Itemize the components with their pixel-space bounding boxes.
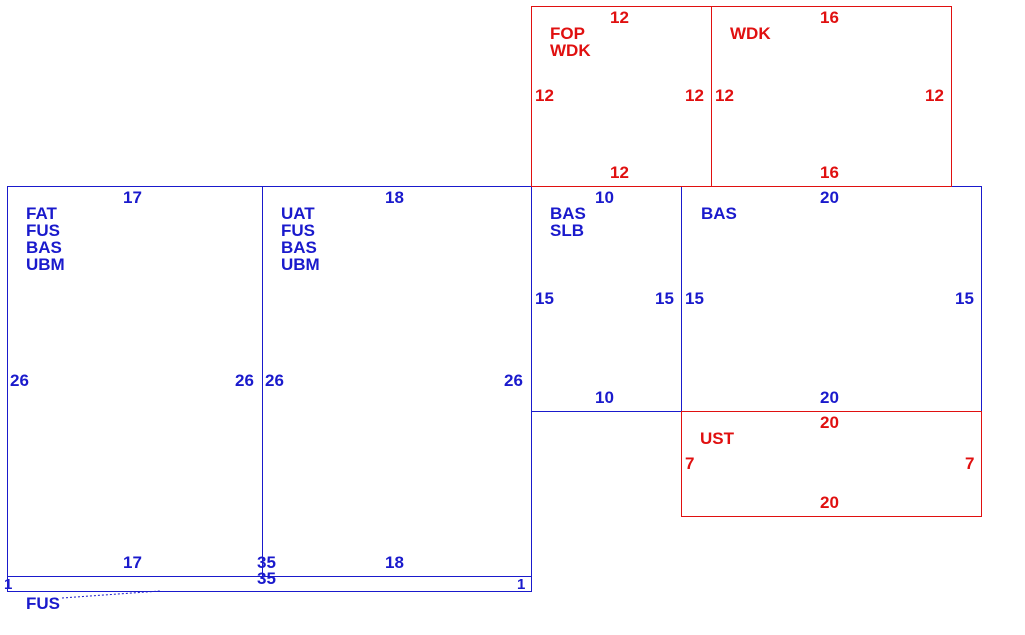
room-fus-strip-dim-right: 1 xyxy=(517,576,526,593)
room-wdk-dim-bottom: 16 xyxy=(820,163,839,182)
room-fat-label-2: FUS xyxy=(26,221,60,240)
room-uat-label-2: FUS xyxy=(281,221,315,240)
room-fat-label-4: UBM xyxy=(26,255,65,274)
room-bas-slb-dim-bottom: 10 xyxy=(595,388,614,407)
room-uat-dim-left: 26 xyxy=(265,371,284,390)
room-bas-slb-dim-left: 15 xyxy=(535,289,554,308)
room-fus-strip xyxy=(7,576,532,592)
room-ust-dim-left: 7 xyxy=(685,454,695,473)
room-fus-strip-dim-left: 1 xyxy=(4,576,13,593)
room-bas-dim-bottom: 20 xyxy=(820,388,839,407)
room-fat-dim-bottom: 17 xyxy=(123,553,142,572)
room-uat-dim-right: 26 xyxy=(504,371,523,390)
room-uat-label-4: UBM xyxy=(281,255,320,274)
room-ust-dim-right: 7 xyxy=(965,454,975,473)
room-fus-strip-label: FUS xyxy=(26,594,60,613)
room-fop-wdk-dim-right: 12 xyxy=(685,86,704,105)
room-wdk xyxy=(711,6,952,187)
room-wdk-dim-left: 12 xyxy=(715,86,734,105)
room-ust-dim-bottom: 20 xyxy=(820,493,839,512)
room-ust xyxy=(681,411,982,517)
room-fat-labels: FAT FUS BAS UBM xyxy=(26,205,65,273)
room-fat-label-1: FAT xyxy=(26,204,57,223)
room-uat-label-1: UAT xyxy=(281,204,315,223)
room-fus-strip-dim-top: 35 xyxy=(257,553,276,572)
room-fat-label-3: BAS xyxy=(26,238,62,257)
room-wdk-dim-top: 16 xyxy=(820,8,839,27)
room-fop-wdk-dim-left: 12 xyxy=(535,86,554,105)
room-bas-label-1: BAS xyxy=(701,204,737,223)
room-fop-wdk-label-2: WDK xyxy=(550,41,591,60)
room-wdk-labels: WDK xyxy=(730,25,771,42)
room-wdk-label-1: WDK xyxy=(730,24,771,43)
room-bas-slb-dim-right: 15 xyxy=(655,289,674,308)
room-bas-dim-left: 15 xyxy=(685,289,704,308)
room-bas-slb-dim-top: 10 xyxy=(595,188,614,207)
room-fop-wdk-dim-bottom: 12 xyxy=(610,163,629,182)
room-wdk-dim-right: 12 xyxy=(925,86,944,105)
room-fat-dim-right: 26 xyxy=(235,371,254,390)
room-bas-slb-labels: BAS SLB xyxy=(550,205,586,239)
room-bas-dim-right: 15 xyxy=(955,289,974,308)
room-uat-labels: UAT FUS BAS UBM xyxy=(281,205,320,273)
room-fop-wdk-dim-top: 12 xyxy=(610,8,629,27)
room-ust-dim-top: 20 xyxy=(820,413,839,432)
room-bas-slb-label-1: BAS xyxy=(550,204,586,223)
room-fop-wdk-label-1: FOP xyxy=(550,24,585,43)
room-uat-dim-bottom: 18 xyxy=(385,553,404,572)
room-bas-labels: BAS xyxy=(701,205,737,222)
room-uat-label-3: BAS xyxy=(281,238,317,257)
room-fat-dim-top: 17 xyxy=(123,188,142,207)
room-fop-wdk-labels: FOP WDK xyxy=(550,25,591,59)
room-fat-dim-left: 26 xyxy=(10,371,29,390)
room-ust-label-1: UST xyxy=(700,429,734,448)
room-uat-dim-top: 18 xyxy=(385,188,404,207)
room-bas-dim-top: 20 xyxy=(820,188,839,207)
room-bas-slb-label-2: SLB xyxy=(550,221,584,240)
room-ust-labels: UST xyxy=(700,430,734,447)
room-fus-strip-dim-bottom: 35 xyxy=(257,569,276,588)
